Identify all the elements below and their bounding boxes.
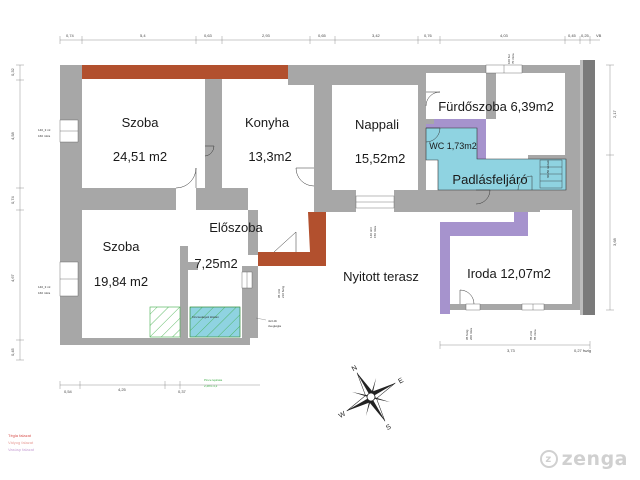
exterior-wall-right [581,60,595,315]
adobe-wall-iroda-right [514,212,528,236]
svg-text:0,25: 0,25 [581,33,590,38]
room-szoba-1-name: Szoba [122,115,160,130]
svg-text:0,37: 0,37 [178,389,187,394]
adobe-wall-iroda [440,212,528,314]
dimension-labels: 0,74 5,4 0,63 2,93 0,65 3,42 0,76 4,03 0… [10,33,617,394]
svg-text:160 mlza: 160 mlza [38,291,51,295]
svg-text:4,67: 4,67 [10,273,15,282]
padlas-area [425,127,567,191]
svg-text:0,45: 0,45 [568,33,577,38]
svg-text:140_3 ml: 140_3 ml [38,128,51,132]
svg-text:95 3ml: 95 3ml [277,289,281,298]
svg-text:0,32: 0,32 [10,67,15,76]
svg-text:2,28m 4,2: 2,28m 4,2 [204,384,218,388]
svg-text:Pince lejárata: Pince lejárata [204,378,223,382]
legend: Tégla falazat Vályog falazat Vasúsp fala… [8,432,34,453]
watermark: z zenga [539,448,628,470]
svg-text:4,03: 4,03 [500,33,509,38]
watermark-text: zenga [561,448,628,470]
svg-text:Kincsedegeti kitétan: Kincsedegeti kitétan [192,315,219,319]
room-iroda: Iroda 12,07m2 [467,266,551,281]
exterior-wall-right-inner [580,60,583,315]
svg-text:85 2ml: 85 2ml [529,331,533,340]
legend-other: Vasúsp falazat [8,447,34,452]
svg-text:0,74: 0,74 [10,195,15,204]
storage-hatch-left [149,306,181,338]
svg-text:85 mlza: 85 mlza [533,329,537,340]
svg-text:4x3 db: 4x3 db [268,319,277,323]
svg-text:4,25: 4,25 [118,387,127,392]
room-padlasfeljaro: Padlásfeljáró [452,172,527,187]
svg-text:2,17: 2,17 [612,109,617,118]
room-nappali-area: 15,52m2 [355,151,406,166]
svg-text:0,27 fszig: 0,27 fszig [574,348,591,353]
dimension-lines [16,36,614,389]
room-konyha-area: 13,3m2 [248,149,291,164]
compass-w: W [338,410,348,420]
svg-text:140_3 ml: 140_3 ml [38,285,51,289]
svg-text:3,68: 3,68 [612,237,617,246]
svg-text:100 fwl: 100 fwl [507,54,511,64]
compass-s: S [385,423,393,432]
svg-text:150 mlza: 150 mlza [373,225,377,238]
svg-text:2,93: 2,93 [262,33,271,38]
room-szoba-2-area: 19,84 m2 [94,274,148,289]
svg-text:200 mlza: 200 mlza [469,327,473,340]
annotations: 140_3 ml 160 mlza 140_3 ml 160 mlza 100 … [38,53,550,388]
zenga-logo-icon: z [539,450,558,468]
svg-text:95 fszig: 95 fszig [465,329,469,340]
svg-text:0,63: 0,63 [204,33,213,38]
svg-text:3,73: 3,73 [507,348,516,353]
adobe-wall-wc-top [424,119,486,128]
svg-text:210 fszig: 210 fszig [281,286,285,298]
brick-wall-eloszoba [258,212,326,266]
compass-n: N [351,365,359,374]
svg-text:0,65: 0,65 [318,33,327,38]
room-eloszoba-area: 7,25m2 [194,256,237,271]
svg-text:60x50 tetőabl: 60x50 tetőabl [546,160,550,178]
legend-adobe: Vályog falazat [8,440,34,445]
svg-text:70 mlza: 70 mlza [511,53,515,64]
brick-wall-top [82,65,288,79]
room-wc: WC 1,73m2 [429,141,477,151]
room-nyitott-terasz: Nyitott terasz [343,269,419,284]
svg-text:0,76: 0,76 [424,33,433,38]
stairs-icon [539,159,563,189]
room-eloszoba-name: Előszoba [209,220,263,235]
compass-icon: N E S W [338,365,406,432]
svg-text:160 mlza: 160 mlza [38,134,51,138]
room-nappali-name: Nappali [355,117,399,132]
room-szoba-1-area: 24,51 m2 [113,149,167,164]
adobe-wall-iroda-bottom [440,304,450,314]
svg-text:0,45: 0,45 [10,347,15,356]
adobe-wall-wc-side [477,119,486,159]
room-konyha-name: Konyha [245,115,290,130]
room-furdoszoba: Fürdőszoba 6,39m2 [438,99,554,114]
svg-text:0,74: 0,74 [66,33,75,38]
doors [175,91,533,305]
room-szoba-2-name: Szoba [103,239,141,254]
svg-text:üvegtégla: üvegtégla [268,324,281,328]
storage-hatch-right [189,306,241,338]
svg-text:5,4: 5,4 [140,33,146,38]
legend-brick: Tégla falazat [8,433,31,438]
svg-text:4,58: 4,58 [10,131,15,140]
svg-text:3,42: 3,42 [372,33,381,38]
compass-e: E [397,377,405,386]
svg-text:0,54: 0,54 [64,389,73,394]
svg-text:140 3ml: 140 3ml [369,227,373,238]
svg-text:VB: VB [596,33,602,38]
windows [59,64,545,311]
